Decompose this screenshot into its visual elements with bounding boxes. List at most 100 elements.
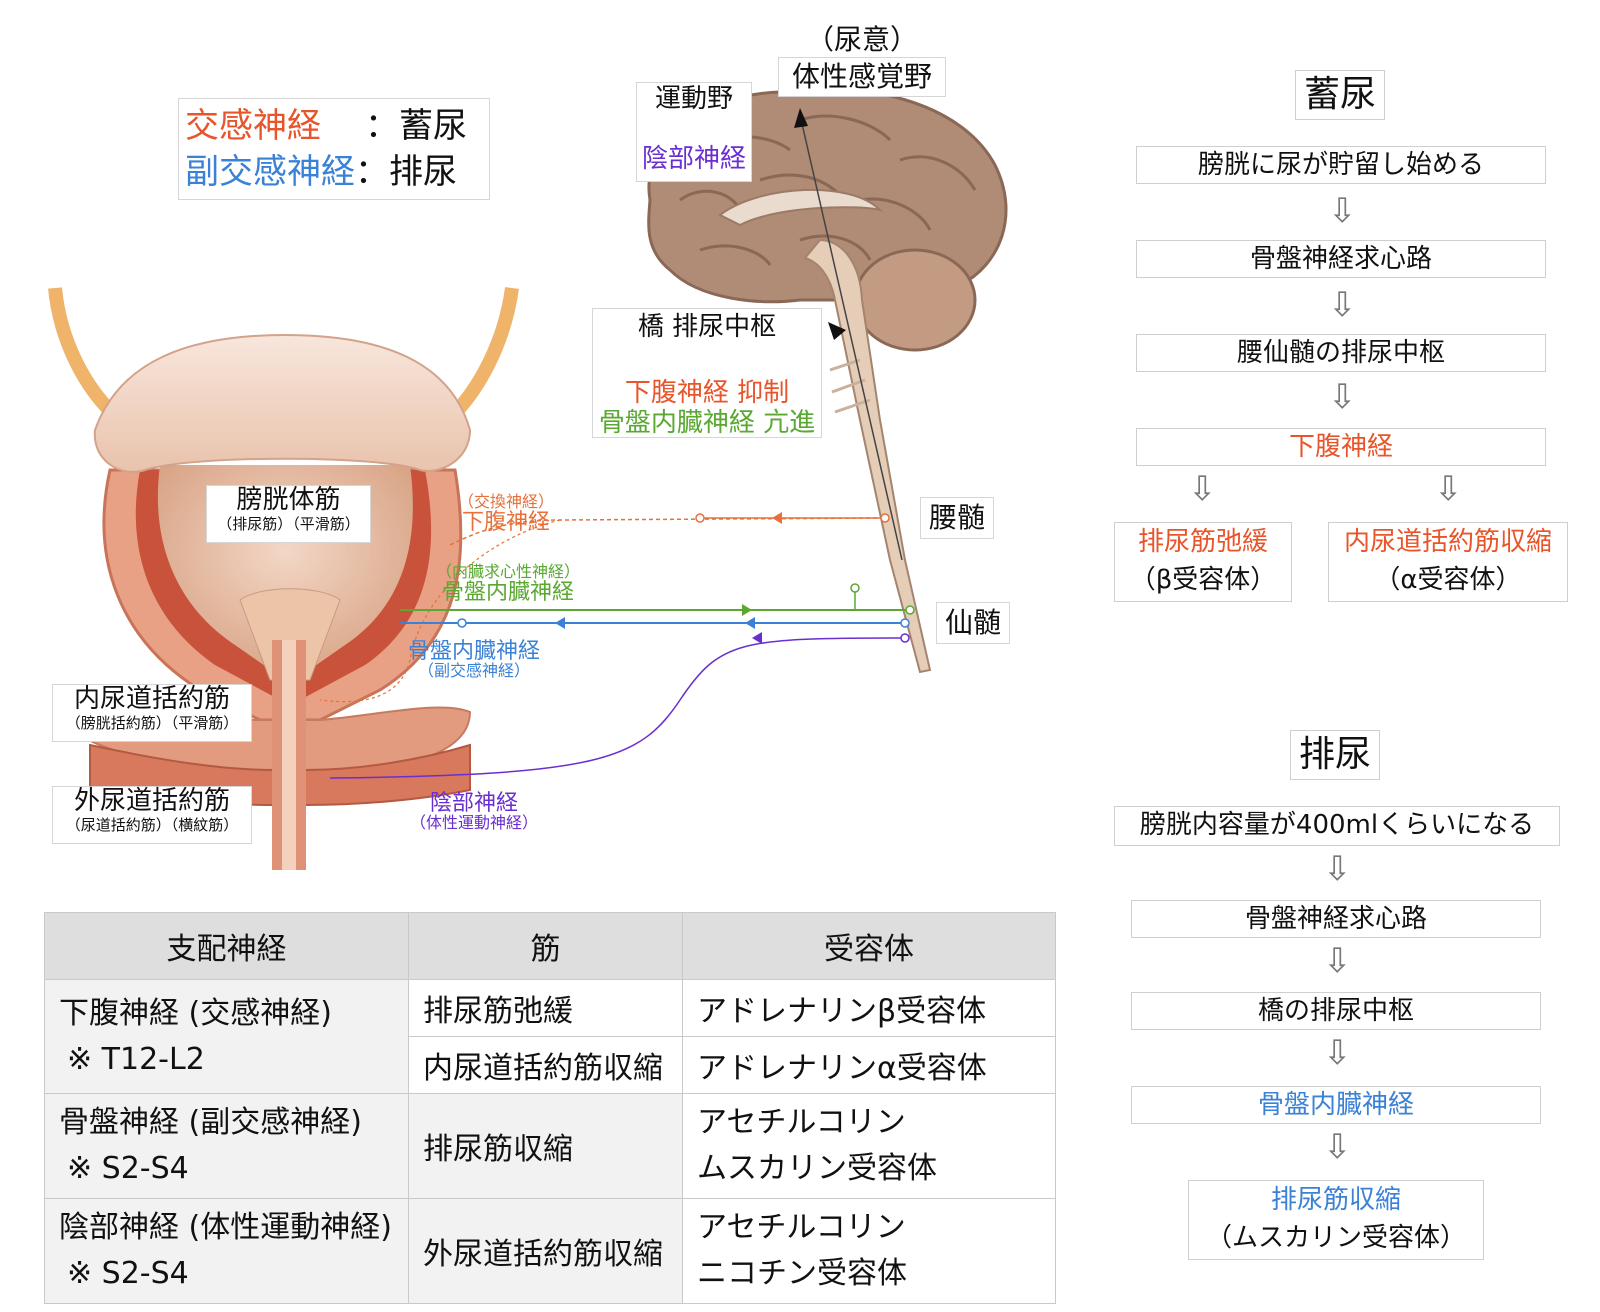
detrusor-contract: 排尿筋収縮 [1270, 1185, 1401, 1215]
hypogastric-sub: （交換神経） [458, 492, 555, 511]
detrusor-label: 膀胱体筋 [236, 485, 341, 515]
visceral-afferent-label: 骨盤内臓神経 [442, 579, 575, 605]
receptor-cell: アセチルコリン ニコチン受容体 [682, 1198, 1056, 1304]
muscle-cell: 排尿筋収縮 [408, 1093, 683, 1199]
nerve-name: 骨盤神経 (副交感神経) [59, 1105, 362, 1140]
down-arrow-icon: ⇩ [1328, 377, 1357, 417]
detrusor-label-box: 膀胱体筋 （排尿筋）（平滑筋） [206, 485, 371, 543]
legend-box: 交感神経：蓄尿 副交感神経：排尿 [178, 98, 490, 200]
storage-step-2: 骨盤神経求心路 [1136, 240, 1546, 278]
motor-cortex-label: 運動野 [654, 84, 733, 114]
down-arrow-icon: ⇩ [1323, 1033, 1352, 1073]
sacral-label: 仙髄 [936, 602, 1010, 644]
voiding-step-2: 骨盤神経求心路 [1131, 900, 1541, 938]
sympathetic-label: 交感神経 [185, 106, 321, 146]
visceral-afferent-sub: （内臓求心性神経） [436, 562, 581, 581]
bladder-neck [239, 588, 341, 681]
pelvic-excite-label: 骨盤内臓神経 亢進 [598, 407, 816, 438]
header-receptor: 受容体 [682, 912, 1056, 980]
down-arrow-icon: ⇩ [1323, 1127, 1352, 1167]
external-sphincter-box: 外尿道括約筋 （尿道括約筋）（横紋筋） [52, 786, 252, 844]
detrusor-sub: （排尿筋）（平滑筋） [217, 514, 360, 533]
table-header-row: 支配神経 筋 受容体 [44, 912, 1056, 980]
nerve-name: 下腹神経 (交感神経) [59, 995, 332, 1031]
bladder-dome [93, 333, 472, 473]
receptor-cell: アセチルコリン ムスカリン受容体 [682, 1093, 1056, 1199]
down-arrow-icon: ⇩ [1323, 941, 1352, 981]
innervation-table: 支配神経 筋 受容体 下腹神経 (交感神経) ※ T12-L2 排尿筋弛緩 アド… [44, 912, 1056, 1304]
table-row: 骨盤神経 (副交感神経) ※ S2-S4 排尿筋収縮 アセチルコリン ムスカリン… [44, 1093, 1056, 1199]
voiding-step-3: 橋の排尿中枢 [1131, 992, 1541, 1030]
header-muscle: 筋 [408, 912, 683, 980]
receptor-type: ニコチン受容体 [697, 1256, 907, 1291]
muscle-cell: 排尿筋弛緩 [408, 979, 683, 1037]
header-nerve: 支配神経 [44, 912, 409, 980]
detrusor-relax: 排尿筋弛緩 [1137, 527, 1268, 557]
internal-sphincter-label: 内尿道括約筋 [73, 684, 230, 714]
nerve-level: ※ S2-S4 [67, 1256, 189, 1291]
corpus-callosum [718, 188, 884, 227]
visceral-afferent-label-box: （内臓求心性神経） 骨盤内臓神経 [436, 562, 581, 605]
receptor-ligand: アセチルコリン [697, 1105, 906, 1140]
hypogastric-label: 下腹神経 [462, 509, 551, 535]
muscle-cell: 外尿道括約筋収縮 [408, 1198, 683, 1304]
beta-receptor: （β受容体） [1129, 565, 1277, 595]
down-arrow-icon: ⇩ [1323, 849, 1352, 889]
storage-step-4: 下腹神経 [1136, 428, 1546, 466]
receptor-cell: アドレナリンβ受容体 [682, 979, 1056, 1037]
receptor-ligand: アセチルコリン [697, 1210, 906, 1245]
internal-sphincter-box: 内尿道括約筋 （膀胱括約筋）（平滑筋） [52, 684, 252, 742]
pons-center-box: 橋 排尿中枢 下腹神経 抑制 骨盤内臓神経 亢進 [592, 308, 822, 438]
motor-pudendal-box: 運動野 陰部神経 [636, 82, 752, 182]
storage-step-1: 膀胱に尿が貯留し始める [1136, 146, 1546, 184]
receptor-cell: アドレナリンα受容体 [682, 1036, 1056, 1094]
internal-sphincter-sub: （膀胱括約筋）（平滑筋） [65, 713, 239, 732]
storage-title: 蓄尿 [1295, 70, 1385, 120]
parasympathetic-nerve-label: 骨盤内臓神経 [408, 639, 541, 664]
parasympathetic-label: 副交感神経 [185, 152, 355, 192]
nerve-name: 陰部神経 (体性運動神経) [59, 1210, 392, 1245]
voiding-step-1: 膀胱内容量が400mlくらいになる [1114, 806, 1560, 846]
pudendal-nerve-line [329, 637, 906, 779]
alpha-receptor: （α受容体） [1374, 565, 1522, 595]
urge-label: （尿意） [806, 23, 919, 56]
parasympathetic-sub: （副交感神経） [418, 661, 531, 681]
internal-sphincter-contract: 内尿道括約筋収縮 [1343, 527, 1552, 557]
voiding-role: ：排尿 [355, 152, 457, 192]
nerve-level: ※ S2-S4 [67, 1151, 189, 1186]
pudendal-sub: （体性運動神経） [410, 813, 539, 833]
anatomy-illustration [48, 87, 1008, 870]
parasympathetic-label-box: 骨盤内臓神経 （副交感神経） [408, 640, 540, 680]
pudendal-brain-label: 陰部神経 [641, 143, 746, 174]
voiding-title: 排尿 [1290, 730, 1380, 780]
nerve-cell: 陰部神経 (体性運動神経) ※ S2-S4 [44, 1198, 409, 1304]
external-sphincter-label: 外尿道括約筋 [73, 786, 230, 816]
somatosensory-label: 体性感覚野 [778, 57, 946, 97]
muscarinic-receptor: （ムスカリン受容体） [1205, 1223, 1466, 1253]
nerve-cell: 骨盤神経 (副交感神経) ※ S2-S4 [44, 1093, 409, 1199]
hypogastric-inhibit-label: 下腹神経 抑制 [624, 377, 790, 408]
table-row: 下腹神経 (交感神経) ※ T12-L2 排尿筋弛緩 アドレナリンβ受容体 [44, 979, 1056, 1094]
cerebellum [853, 248, 977, 352]
storage-result-right: 内尿道括約筋収縮 （α受容体） [1328, 522, 1568, 602]
table-row: 陰部神経 (体性運動神経) ※ S2-S4 外尿道括約筋収縮 アセチルコリン ニ… [44, 1198, 1056, 1304]
voiding-step-4: 骨盤内臓神経 [1131, 1086, 1541, 1124]
external-sphincter-sub: （尿道括約筋）（横紋筋） [65, 815, 239, 834]
receptor-type: ムスカリン受容体 [697, 1151, 937, 1186]
nerve-level: ※ T12-L2 [67, 1041, 205, 1077]
down-arrow-icon: ⇩ [1328, 191, 1357, 231]
lumbar-label: 腰髄 [920, 497, 994, 539]
down-arrow-icon: ⇩ [1328, 285, 1357, 325]
muscle-cell: 内尿道括約筋収縮 [408, 1036, 683, 1094]
nerve-cell: 下腹神経 (交感神経) ※ T12-L2 [44, 979, 409, 1094]
storage-result-left: 排尿筋弛緩 （β受容体） [1114, 522, 1292, 602]
brainstem-spinal-cord [803, 238, 932, 674]
down-arrow-icon: ⇩ [1434, 469, 1463, 509]
down-arrow-icon: ⇩ [1188, 469, 1217, 509]
hypogastric-nerve-line [449, 517, 886, 546]
voiding-result: 排尿筋収縮 （ムスカリン受容体） [1188, 1180, 1484, 1260]
pudendal-label-box: 陰部神経 （体性運動神経） [410, 792, 538, 832]
pons-label: 橋 排尿中枢 [637, 312, 777, 342]
storage-step-3: 腰仙髄の排尿中枢 [1136, 334, 1546, 372]
pudendal-nerve-label: 陰部神経 [430, 791, 519, 816]
